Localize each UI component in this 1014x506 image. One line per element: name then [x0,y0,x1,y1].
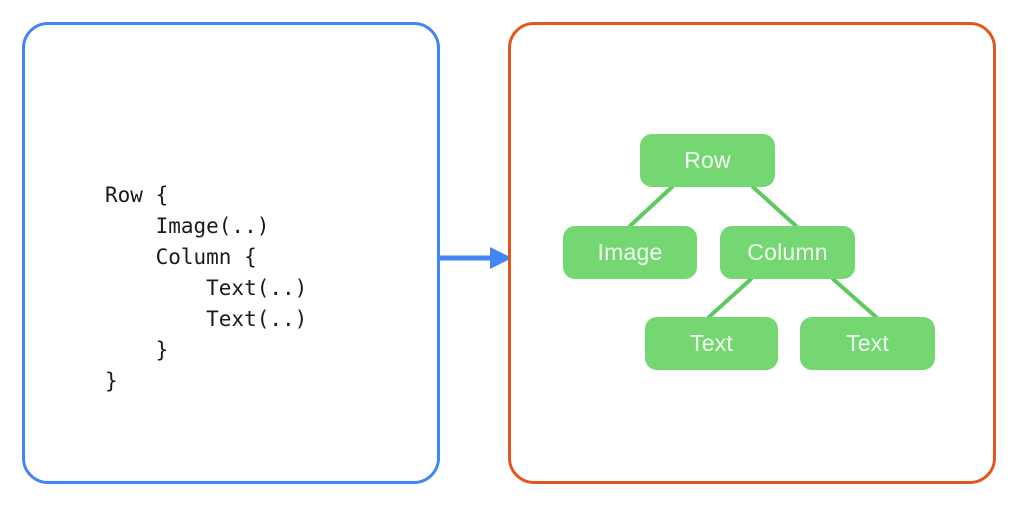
transform-arrow [438,247,512,269]
tree-node-label: Row [684,147,731,173]
tree-node-row[interactable]: Row [640,134,775,187]
code-snippet: Row { Image(..) Column { Text(..) Text(.… [105,183,308,393]
tree-node-text-1[interactable]: Text [645,317,778,370]
tree-node-label: Image [597,239,663,265]
tree-node-text-2[interactable]: Text [800,317,935,370]
arrow-shaft-and-head [438,247,512,269]
tree-node-column[interactable]: Column [720,226,855,279]
tree-node-label: Column [747,239,828,265]
tree-node-label: Text [690,330,733,356]
tree-node-label: Text [846,330,889,356]
tree-node-image[interactable]: Image [563,226,697,279]
code-panel: Row { Image(..) Column { Text(..) Text(.… [22,22,440,484]
